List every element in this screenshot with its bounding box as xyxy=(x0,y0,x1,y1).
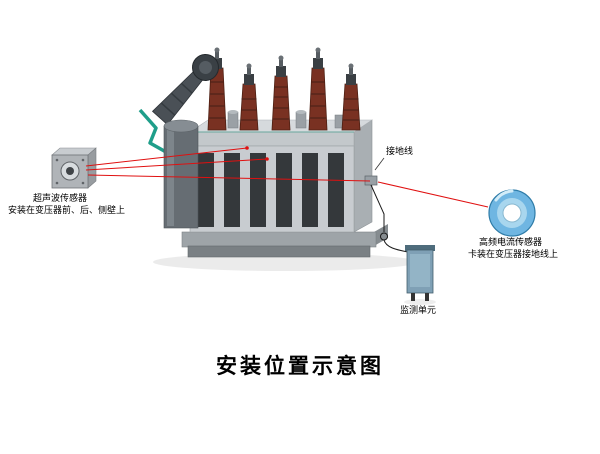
ultrasonic-sensor-icon xyxy=(51,147,97,189)
bushing-icon xyxy=(308,47,328,131)
monitoring-unit-label: 监测单元 xyxy=(400,306,437,316)
ground-label-leader xyxy=(374,157,385,171)
hf-current-sensor-icon xyxy=(488,189,536,245)
tank-front-face xyxy=(189,145,355,233)
radiator-fins xyxy=(198,153,344,227)
conservator-cylinder xyxy=(163,119,199,229)
ground-wire-label: 接地线 xyxy=(386,147,414,157)
hf-sensor-desc: 卡装在变压器接地线上 xyxy=(468,250,559,260)
bushing-icon xyxy=(207,47,227,131)
teal-bracket xyxy=(138,108,167,154)
tilted-bushing-icon xyxy=(151,53,220,126)
hf-sensor-label: 高频电流传感器 xyxy=(479,238,543,248)
bushing-icon xyxy=(239,63,259,131)
transformer-shadow xyxy=(153,253,417,271)
ground-wire-line xyxy=(370,184,409,253)
diagram-title: 安装位置示意图 xyxy=(216,353,384,378)
bushing-icon xyxy=(341,63,361,131)
bushing-icon xyxy=(271,55,291,131)
connection-lines xyxy=(85,146,489,208)
lid-front-band xyxy=(189,131,355,147)
monitoring-unit-icon xyxy=(404,245,436,305)
ultrasonic-sensor-label: 超声波传感器 xyxy=(33,194,88,204)
lid-fittings xyxy=(227,110,344,129)
ultrasonic-sensor-desc: 安装在变压器前、后、侧壁上 xyxy=(8,206,126,216)
bushing-icons xyxy=(207,47,361,131)
